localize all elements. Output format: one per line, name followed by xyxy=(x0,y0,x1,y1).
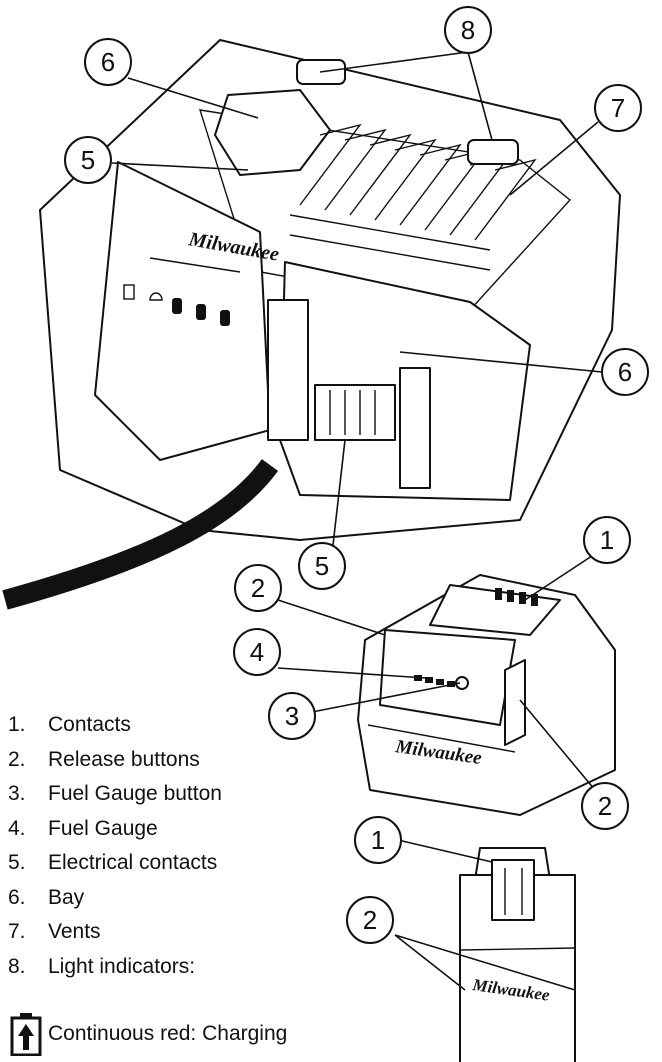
callout-5-bottom: 5 xyxy=(298,542,346,590)
battery-release-button-right xyxy=(504,659,526,746)
callout-5-top: 5 xyxy=(64,136,112,184)
svg-text:5: 5 xyxy=(315,551,329,581)
charger-led-icons xyxy=(123,284,230,326)
callout-6-top: 6 xyxy=(84,38,132,86)
battery-contacts xyxy=(495,588,538,606)
legend-item: 4.Fuel Gauge xyxy=(8,816,158,840)
leader-lines xyxy=(111,51,603,991)
charger-electrical-contacts xyxy=(314,384,396,441)
svg-text:1: 1 xyxy=(600,525,614,555)
callout-6-mid: 6 xyxy=(601,348,649,396)
svg-text:2: 2 xyxy=(598,791,612,821)
battery-charging-icon xyxy=(10,1013,42,1056)
svg-text:4: 4 xyxy=(250,637,264,667)
callout-2-battery-right: 2 xyxy=(581,782,629,830)
callout-3: 3 xyxy=(268,692,316,740)
callout-2-side: 2 xyxy=(346,896,394,944)
callout-8-top: 8 xyxy=(444,6,492,54)
svg-text:5: 5 xyxy=(81,145,95,175)
svg-text:1: 1 xyxy=(371,825,385,855)
legend-item: 5.Electrical contacts xyxy=(8,851,218,874)
legend-item: 6.Bay xyxy=(8,885,85,909)
svg-text:3: 3 xyxy=(285,701,299,731)
svg-text:8: 8 xyxy=(461,15,475,45)
callout-1-side: 1 xyxy=(354,816,402,864)
svg-text:6: 6 xyxy=(101,47,115,77)
legend-item: 7.Vents xyxy=(8,920,101,943)
callout-1-battery: 1 xyxy=(583,516,631,564)
battery-illustration: Milwaukee xyxy=(357,574,616,816)
callout-7: 7 xyxy=(594,84,642,132)
battery-side-view: Milwaukee xyxy=(459,847,576,1062)
power-cord xyxy=(2,459,279,610)
svg-text:6: 6 xyxy=(618,357,632,387)
charging-status: Continuous red: Charging xyxy=(10,1012,287,1056)
legend-item: 2.Release buttons xyxy=(8,747,200,771)
parts-legend: 1.Contacts 2.Release buttons 3.Fuel Gaug… xyxy=(8,708,222,984)
legend-item: 1.Contacts xyxy=(8,713,131,736)
svg-text:2: 2 xyxy=(251,573,265,603)
legend-item: 3.Fuel Gauge button xyxy=(8,782,222,805)
legend-item: 8.Light indicators: xyxy=(8,954,196,978)
svg-text:7: 7 xyxy=(611,93,625,123)
charger-illustration: Milwaukee xyxy=(2,39,621,610)
svg-text:2: 2 xyxy=(363,905,377,935)
charging-status-label: Continuous red: Charging xyxy=(48,1022,288,1045)
callout-4: 4 xyxy=(233,628,281,676)
light-indicator-right xyxy=(467,139,519,165)
callout-2-battery-left: 2 xyxy=(234,564,282,612)
